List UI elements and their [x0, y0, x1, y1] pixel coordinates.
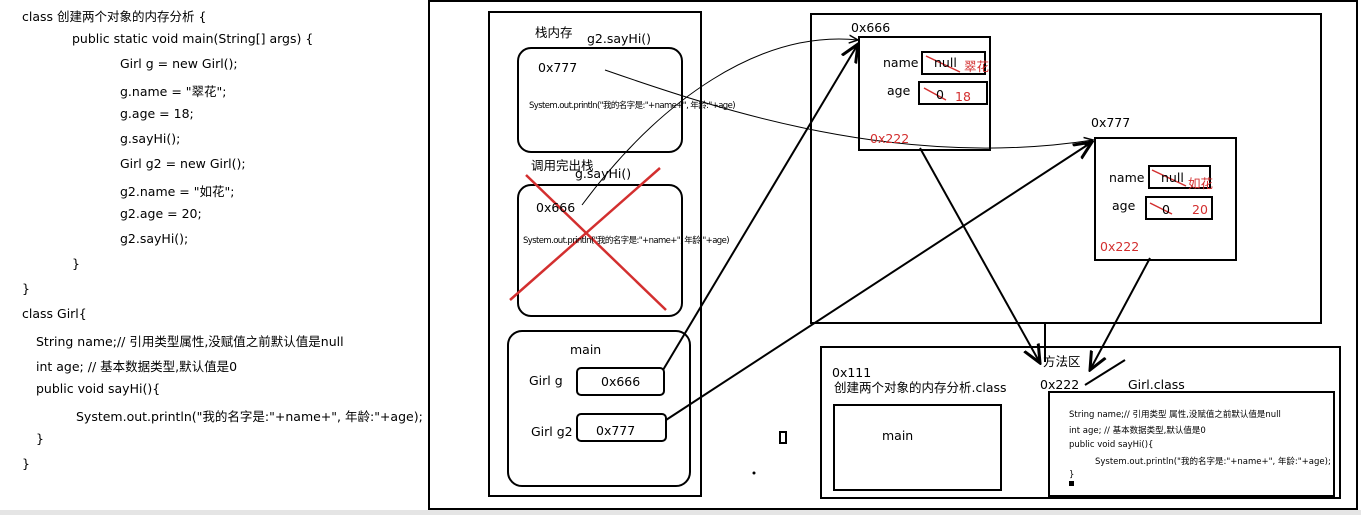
class-code-line: System.out.println("我的名字是:"+name+", 年龄:"… [1095, 457, 1331, 467]
field-new-value: 翠花 [964, 59, 990, 74]
class-box-0x222 [1048, 391, 1335, 497]
code-line: g2.name = "如花"; [120, 184, 235, 199]
field-new-value: 如花 [1188, 176, 1214, 191]
code-line: class 创建两个对象的内存分析 { [22, 9, 207, 24]
field-new-value: 20 [1192, 202, 1208, 217]
class-ref-arrow [919, 147, 1040, 363]
code-line: } [36, 431, 44, 446]
field-box [1148, 165, 1211, 189]
field-box [1145, 196, 1213, 220]
class-ref-arrow [1090, 257, 1151, 370]
pop-cross-line [525, 174, 667, 311]
connector-line [1084, 359, 1126, 386]
code-line: Girl g2 = new Girl(); [120, 156, 246, 171]
frame-main [507, 330, 691, 487]
class-name: Girl.class [1128, 377, 1185, 392]
frame-statement: System.out.println("我的名字是:"+name+", 年龄:"… [529, 101, 736, 111]
ref-arrow [581, 39, 858, 206]
code-line: int age; // 基本数据类型,默认值是0 [36, 359, 238, 374]
stray-mark [752, 471, 756, 475]
class-code-line: public void sayHi(){ [1069, 440, 1154, 450]
object-addr: 0x777 [1091, 115, 1131, 130]
class-addr: 0x222 [1040, 377, 1080, 392]
variable-name: Girl g2 [531, 424, 573, 439]
code-line: public static void main(String[] args) { [72, 31, 314, 46]
ref-arrow [604, 69, 1093, 149]
code-line: public void sayHi(){ [36, 381, 161, 396]
var-g2-box [576, 413, 667, 442]
stray-mark [1069, 481, 1074, 486]
variable-value: 0x777 [596, 423, 636, 438]
code-line: g.sayHi(); [120, 131, 181, 146]
frame-title: g.sayHi() [575, 166, 632, 181]
field-label: name [1109, 170, 1145, 185]
class-method: main [882, 428, 914, 443]
var-g-box [576, 367, 665, 396]
class-code-line: int age; // 基本数据类型,默认值是0 [1069, 426, 1206, 436]
strike-line [1151, 169, 1187, 187]
bottom-scrollbar-strip [0, 510, 1361, 515]
field-old-value: 0 [936, 87, 944, 102]
code-line: Girl g = new Girl(); [120, 56, 238, 71]
field-new-value: 18 [955, 89, 971, 104]
field-label: name [883, 55, 919, 70]
ref-arrow [665, 142, 1092, 421]
frame-title: main [570, 342, 602, 357]
field-label: age [887, 83, 911, 98]
code-panel: class 创建两个对象的内存分析 { public static void m… [0, 0, 425, 515]
field-old-value: null [934, 55, 957, 70]
code-line: } [72, 256, 80, 271]
code-line: g.age = 18; [120, 106, 194, 121]
stack-title: 栈内存 [535, 25, 573, 40]
class-ref-value: 0x222 [1100, 239, 1140, 254]
heap-area [810, 13, 1322, 324]
frame-statement: System.out.println("我的名字是:"+name+", 年龄:"… [523, 236, 730, 246]
code-line: class Girl{ [22, 306, 87, 321]
method-area [820, 346, 1341, 499]
code-line: } [22, 456, 30, 471]
field-label: age [1112, 198, 1136, 213]
object-0x777 [1094, 137, 1237, 261]
class-name: 创建两个对象的内存分析.class [834, 380, 1007, 395]
method-area-title: 方法区 [1043, 354, 1081, 369]
ref-arrow [662, 44, 858, 371]
frame-title: g2.sayHi() [587, 31, 652, 46]
strike-line [1149, 202, 1173, 215]
outer-frame [428, 0, 1358, 510]
frame-addr: 0x777 [538, 60, 578, 75]
variable-name: Girl g [529, 373, 563, 388]
field-old-value: 0 [1162, 202, 1170, 217]
code-line: g2.age = 20; [120, 206, 202, 221]
class-code-line: String name;// 引用类型 属性,没赋值之前默认值是null [1069, 410, 1281, 420]
object-0x666 [858, 36, 991, 151]
field-old-value: null [1161, 170, 1184, 185]
object-addr: 0x666 [851, 20, 891, 35]
code-line: g2.sayHi(); [120, 231, 189, 246]
pop-label: 调用完出栈 [531, 158, 594, 173]
stack-area [488, 11, 702, 497]
code-line: } [22, 281, 30, 296]
field-box [918, 81, 988, 105]
variable-value: 0x666 [601, 374, 641, 389]
code-line: g.name = "翠花"; [120, 84, 227, 99]
pop-cross-line [509, 167, 661, 301]
strike-line [925, 55, 961, 73]
field-box [921, 51, 986, 75]
class-addr: 0x111 [832, 365, 872, 380]
class-code-line: } [1069, 470, 1075, 480]
frame-addr: 0x666 [536, 200, 576, 215]
class-ref-value: 0x222 [870, 131, 910, 146]
stray-mark [779, 431, 787, 444]
class-box-0x111 [833, 404, 1002, 491]
code-line: System.out.println("我的名字是:"+name+", 年龄:"… [76, 409, 423, 424]
code-line: String name;// 引用类型属性,没赋值之前默认值是null [36, 334, 344, 349]
strike-line [923, 87, 947, 101]
frame-g-sayhi [517, 184, 683, 317]
